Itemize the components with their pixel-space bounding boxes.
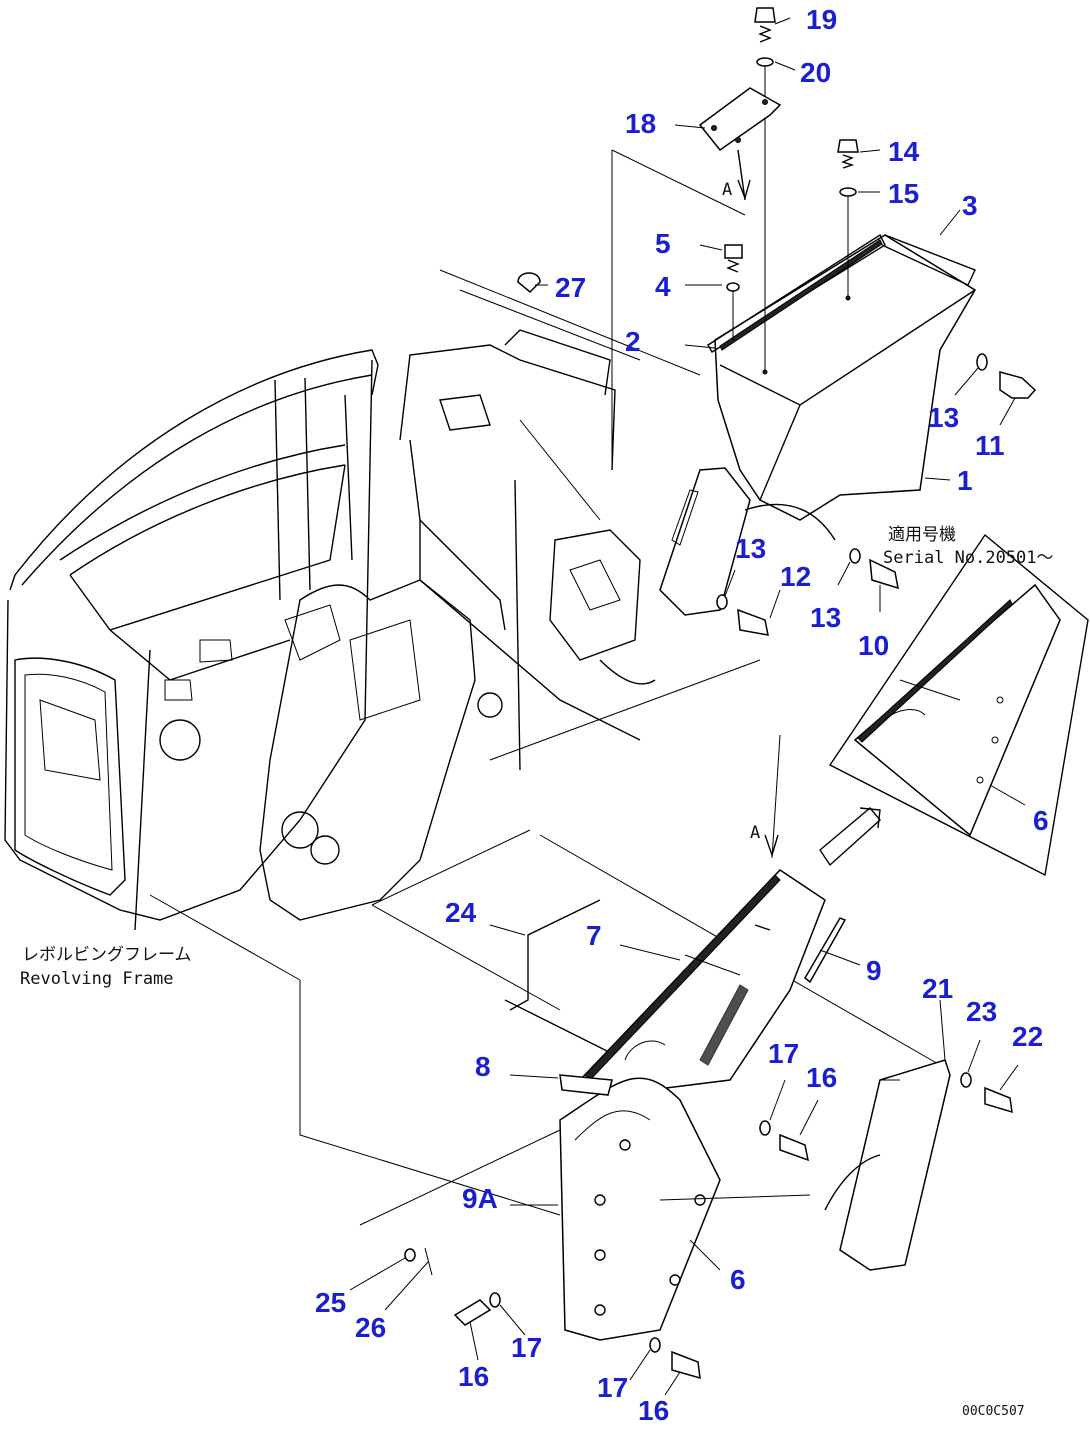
callout-11[interactable]: 11 xyxy=(975,430,1005,461)
callout-3[interactable]: 3 xyxy=(962,190,978,221)
callout-16-upper[interactable]: 16 xyxy=(806,1062,837,1093)
callout-21[interactable]: 21 xyxy=(922,973,953,1004)
part-callouts: 19 20 18 14 15 3 5 4 27 2 13 11 1 13 12 … xyxy=(315,4,1049,1426)
callout-23[interactable]: 23 xyxy=(966,996,997,1027)
callout-22[interactable]: 22 xyxy=(1012,1021,1043,1052)
arrow-mark-a-upper: A xyxy=(722,180,732,200)
callout-24[interactable]: 24 xyxy=(445,897,477,928)
callout-13-upper[interactable]: 13 xyxy=(928,402,959,433)
callout-25[interactable]: 25 xyxy=(315,1287,346,1318)
callout-26[interactable]: 26 xyxy=(355,1312,386,1343)
serial-note-en: Serial No.20501～ xyxy=(883,548,1054,568)
callout-9[interactable]: 9 xyxy=(866,955,882,986)
callout-1[interactable]: 1 xyxy=(957,465,973,496)
callout-6-upper[interactable]: 6 xyxy=(1033,805,1049,836)
callout-19[interactable]: 19 xyxy=(806,4,837,35)
callout-17-lower-right[interactable]: 17 xyxy=(597,1372,628,1403)
callout-7[interactable]: 7 xyxy=(586,920,602,951)
lower-cover-assembly xyxy=(404,734,1013,1380)
revolving-frame xyxy=(4,329,656,931)
callout-16-lower-left[interactable]: 16 xyxy=(458,1361,489,1392)
callout-6-lower[interactable]: 6 xyxy=(730,1264,746,1295)
upper-cover-assembly xyxy=(659,233,977,616)
revolving-frame-label-jp: レボルビングフレーム xyxy=(22,945,192,965)
callout-4[interactable]: 4 xyxy=(655,271,671,302)
callout-12[interactable]: 12 xyxy=(780,561,811,592)
callout-18[interactable]: 18 xyxy=(625,108,656,139)
callout-2[interactable]: 2 xyxy=(625,326,641,357)
callout-9A[interactable]: 9A xyxy=(462,1183,498,1214)
callout-13-right[interactable]: 13 xyxy=(810,602,841,633)
callout-16-lower-right[interactable]: 16 xyxy=(638,1395,669,1426)
hardware-parts xyxy=(517,7,1037,636)
arrow-mark-a-lower: A xyxy=(750,823,760,843)
callout-5[interactable]: 5 xyxy=(655,228,671,259)
serial-note-jp: 適用号機 xyxy=(888,525,956,545)
callout-17-upper[interactable]: 17 xyxy=(768,1038,799,1069)
callout-17-lower-left[interactable]: 17 xyxy=(511,1332,542,1363)
callout-13-middle[interactable]: 13 xyxy=(735,533,766,564)
callout-10[interactable]: 10 xyxy=(858,630,889,661)
callout-leaders xyxy=(349,17,1026,1396)
inset-detail-cover xyxy=(819,533,1089,877)
callout-15[interactable]: 15 xyxy=(888,178,919,209)
drawing-code: 00C0C507 xyxy=(962,1404,1025,1419)
callout-20[interactable]: 20 xyxy=(800,57,831,88)
callout-8[interactable]: 8 xyxy=(475,1051,491,1082)
callout-14[interactable]: 14 xyxy=(888,136,920,167)
callout-27[interactable]: 27 xyxy=(555,272,586,303)
revolving-frame-label-en: Revolving Frame xyxy=(20,969,174,989)
